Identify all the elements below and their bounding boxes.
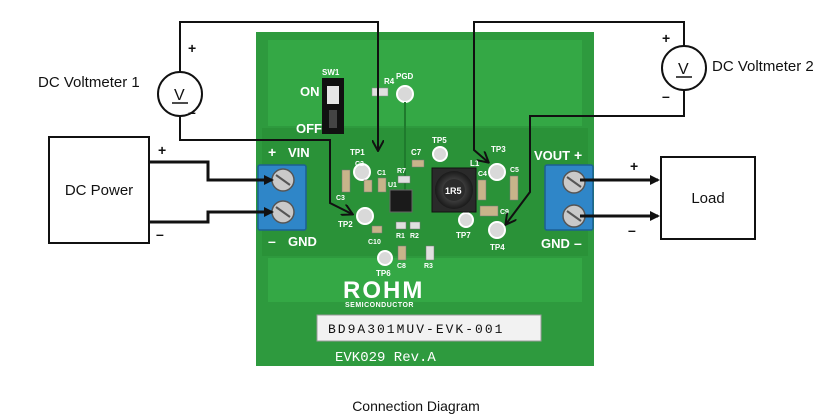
resistor-r1 bbox=[395, 221, 407, 230]
board-revision: EVK029 Rev.A bbox=[335, 350, 436, 366]
testpoint-pgd bbox=[396, 85, 414, 103]
vout-label: VOUT bbox=[534, 148, 570, 163]
testpoint-tp6 bbox=[377, 250, 393, 266]
capacitor-c9 bbox=[479, 205, 499, 217]
u1-label: U1 bbox=[388, 182, 397, 189]
resistor-r4-pad bbox=[371, 87, 389, 97]
tp3-label: TP3 bbox=[491, 145, 506, 154]
load-box: Load bbox=[660, 156, 756, 240]
vout-minus-label: – bbox=[574, 235, 582, 251]
inductor-value: 1R5 bbox=[445, 186, 462, 196]
vin-gnd-label: GND bbox=[288, 234, 317, 249]
capacitor-c7 bbox=[411, 159, 425, 168]
voltmeter-1-minus: – bbox=[188, 104, 196, 120]
voltmeter-1-symbol: V bbox=[174, 87, 185, 104]
voltmeter-1-wiring bbox=[179, 21, 378, 214]
r1-label: R1 bbox=[396, 233, 405, 240]
c7-label: C7 bbox=[411, 148, 422, 157]
capacitor-c4 bbox=[477, 179, 487, 201]
voltmeter-1-label: DC Voltmeter 1 bbox=[38, 74, 140, 91]
r4-label: R4 bbox=[384, 77, 395, 86]
testpoint-tp5 bbox=[432, 146, 448, 162]
c8-label: C8 bbox=[397, 263, 406, 270]
c3-label: C3 bbox=[336, 195, 345, 202]
switch-sw1 bbox=[322, 78, 344, 134]
tp2-label: TP2 bbox=[338, 220, 353, 229]
r7-label: R7 bbox=[397, 168, 406, 175]
part-number-sticker bbox=[316, 314, 542, 342]
rohm-logo: ROHM bbox=[343, 277, 424, 304]
pcb-bottom-copper bbox=[268, 258, 582, 302]
power-wiring bbox=[150, 160, 274, 224]
switch-ref-label: SW1 bbox=[322, 68, 340, 77]
capacitor-c5 bbox=[509, 175, 519, 201]
evaluation-board: + VIN – GND VOUT + GND – SW1 ON OFF R4 P… bbox=[256, 32, 594, 366]
load-plus-label: + bbox=[630, 158, 639, 174]
load-minus-label: – bbox=[628, 222, 636, 238]
part-number: BD9A301MUV-EVK-001 bbox=[328, 322, 504, 337]
capacitor-c3 bbox=[341, 169, 351, 193]
vin-terminal-block bbox=[257, 164, 307, 231]
testpoint-tp3 bbox=[488, 163, 506, 181]
switch-on-label: ON bbox=[300, 84, 320, 99]
capacitor-c1 bbox=[377, 177, 387, 193]
testpoint-tp4 bbox=[488, 221, 506, 239]
tp1-label: TP1 bbox=[350, 148, 365, 157]
c1-label: C1 bbox=[377, 170, 386, 177]
c5-label: C5 bbox=[510, 167, 519, 174]
dc-power-label: DC Power bbox=[64, 181, 134, 199]
ic-u1 bbox=[389, 189, 413, 213]
vin-plus-label: + bbox=[268, 144, 276, 160]
vin-minus-label: – bbox=[268, 233, 276, 249]
vout-plus-label: + bbox=[574, 147, 582, 163]
voltmeter-1 bbox=[157, 71, 203, 117]
voltmeter-2-plus: + bbox=[662, 30, 671, 46]
c9-label: C9 bbox=[500, 209, 509, 216]
testpoint-tp7 bbox=[458, 212, 474, 228]
vin-label: VIN bbox=[288, 145, 310, 160]
resistor-r3 bbox=[425, 245, 435, 261]
voltmeter-2-wiring bbox=[473, 21, 685, 224]
l1-label: L1 bbox=[470, 159, 480, 168]
voltmeter-2 bbox=[661, 45, 707, 91]
inductor-l1 bbox=[431, 167, 477, 213]
diagram-caption: Connection Diagram bbox=[352, 398, 480, 414]
c2-label: C2 bbox=[355, 161, 364, 168]
c10-label: C10 bbox=[368, 239, 381, 246]
testpoint-tp2 bbox=[356, 207, 374, 225]
pcb-ground-plane bbox=[262, 128, 588, 256]
tp4-label: TP4 bbox=[490, 243, 505, 252]
load-wiring bbox=[580, 175, 660, 221]
tp7-label: TP7 bbox=[456, 231, 471, 240]
capacitor-c10 bbox=[371, 225, 383, 234]
r3-label: R3 bbox=[424, 263, 433, 270]
pgd-label: PGD bbox=[396, 72, 414, 81]
dc-power-box: DC Power bbox=[48, 136, 150, 244]
power-plus-label: + bbox=[158, 142, 167, 158]
c4-label: C4 bbox=[478, 171, 487, 178]
resistor-r2 bbox=[409, 221, 421, 230]
r2-label: R2 bbox=[410, 233, 419, 240]
vout-gnd-label: GND bbox=[541, 236, 570, 251]
voltmeter-2-symbol: V bbox=[678, 61, 689, 78]
voltmeter-2-minus: – bbox=[662, 88, 670, 104]
rohm-semiconductor-label: SEMICONDUCTOR bbox=[345, 302, 414, 309]
power-minus-label: – bbox=[156, 226, 164, 242]
tp5-label: TP5 bbox=[432, 136, 447, 145]
capacitor-c8 bbox=[397, 245, 407, 261]
vout-terminal-block bbox=[544, 164, 594, 231]
voltmeter-2-label: DC Voltmeter 2 bbox=[712, 58, 814, 75]
tp6-label: TP6 bbox=[376, 269, 391, 278]
capacitor-c2 bbox=[363, 179, 373, 193]
resistor-r7 bbox=[397, 175, 411, 184]
pcb-top-copper bbox=[268, 40, 582, 126]
voltmeter-1-plus: + bbox=[188, 40, 197, 56]
testpoint-tp1 bbox=[353, 163, 371, 181]
switch-off-label: OFF bbox=[296, 121, 322, 136]
load-label: Load bbox=[691, 189, 725, 207]
